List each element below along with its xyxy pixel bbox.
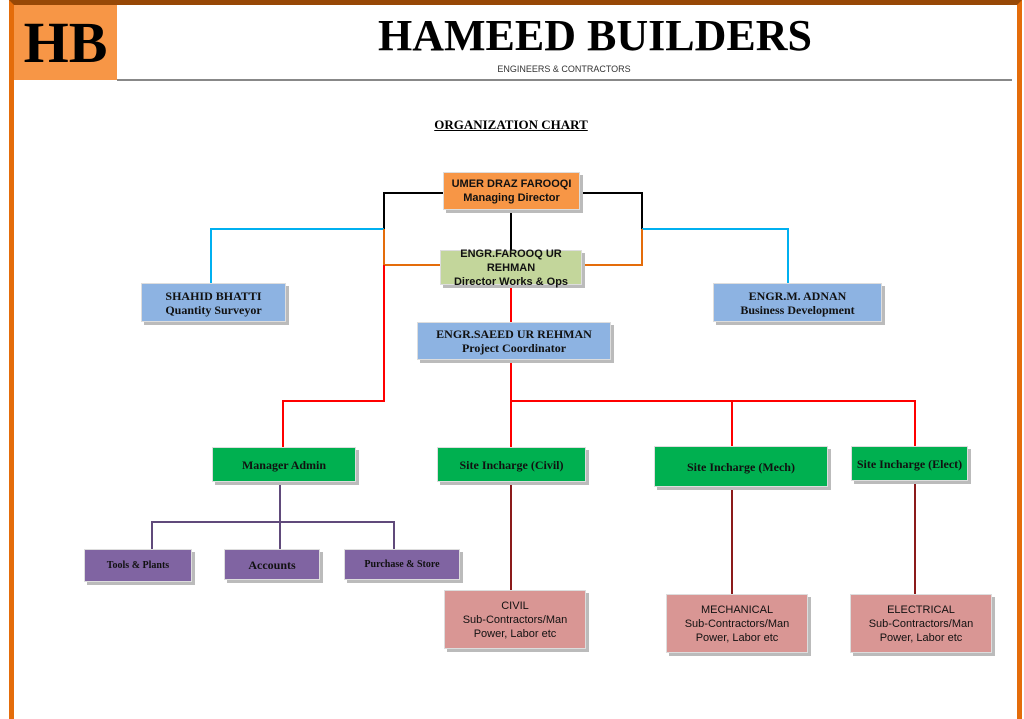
node-purchase-store: Purchase & Store bbox=[344, 549, 460, 580]
node-name: ENGR.M. ADNAN bbox=[748, 288, 847, 303]
node-name: SHAHID BHATTI bbox=[165, 288, 262, 303]
node-label: Accounts bbox=[248, 557, 296, 572]
node-name: UMER DRAZ FAROOQI bbox=[451, 178, 572, 190]
node-line: Sub-Contractors/Man bbox=[684, 617, 790, 630]
node-role: Quantity Surveyor bbox=[165, 302, 262, 317]
connector-director-left bbox=[383, 229, 440, 266]
node-quantity-surveyor: SHAHID BHATTI Quantity Surveyor bbox=[141, 283, 286, 322]
node-role: Managing Director bbox=[463, 192, 560, 204]
node-label: Site Incharge (Mech) bbox=[687, 459, 795, 474]
node-electrical-subcontractors: ELECTRICAL Sub-Contractors/Man Power, La… bbox=[850, 594, 992, 653]
connector-director-right bbox=[582, 229, 643, 266]
connector-admin bbox=[282, 265, 385, 447]
header-divider bbox=[117, 79, 1012, 81]
node-tools-plants: Tools & Plants bbox=[84, 549, 192, 582]
node-label: Site Incharge (Elect) bbox=[856, 456, 963, 471]
node-line: Sub-Contractors/Man bbox=[462, 613, 568, 626]
logo: HB bbox=[14, 5, 117, 80]
node-director-works: ENGR.FAROOQ UR REHMAN Director Works & O… bbox=[440, 247, 582, 288]
node-label: Tools & Plants bbox=[106, 559, 170, 571]
node-site-incharge-mech: Site Incharge (Mech) bbox=[654, 446, 828, 487]
company-name: HAMEED BUILDERS bbox=[378, 11, 812, 60]
node-manager-admin: Manager Admin bbox=[212, 447, 356, 482]
connector-md-left bbox=[383, 192, 443, 229]
node-line: Power, Labor etc bbox=[695, 631, 779, 644]
connector-admin-depts bbox=[151, 482, 395, 549]
node-mechanical-subcontractors: MECHANICAL Sub-Contractors/Man Power, La… bbox=[666, 594, 808, 653]
connector-pc-sites bbox=[510, 360, 916, 447]
node-title: CIVIL bbox=[501, 599, 529, 612]
node-role: Business Development bbox=[740, 302, 855, 317]
connector-qs bbox=[210, 228, 384, 283]
node-title: MECHANICAL bbox=[700, 603, 774, 616]
connector-subcontractors bbox=[510, 481, 916, 594]
node-label: Site Incharge (Civil) bbox=[459, 457, 564, 472]
node-line: Power, Labor etc bbox=[879, 631, 963, 644]
node-name: ENGR.SAEED UR REHMAN bbox=[436, 327, 592, 341]
node-role: Director Works & Ops bbox=[453, 275, 569, 288]
node-name: ENGR.FAROOQ UR REHMAN bbox=[460, 247, 562, 274]
tagline: ENGINEERS & CONTRACTORS bbox=[497, 64, 631, 74]
node-role: Project Coordinator bbox=[461, 341, 567, 355]
node-label: Purchase & Store bbox=[364, 558, 440, 570]
node-site-incharge-civil: Site Incharge (Civil) bbox=[437, 447, 586, 482]
node-accounts: Accounts bbox=[224, 549, 320, 580]
node-civil-subcontractors: CIVIL Sub-Contractors/Man Power, Labor e… bbox=[444, 590, 586, 649]
node-label: Manager Admin bbox=[241, 457, 327, 472]
node-project-coordinator: ENGR.SAEED UR REHMAN Project Coordinator bbox=[417, 322, 611, 360]
page-frame bbox=[9, 0, 1022, 719]
node-line: Sub-Contractors/Man bbox=[868, 617, 974, 630]
node-business-development: ENGR.M. ADNAN Business Development bbox=[713, 283, 882, 322]
node-line: Power, Labor etc bbox=[473, 627, 557, 640]
node-managing-director: UMER DRAZ FAROOQI Managing Director bbox=[443, 172, 580, 210]
node-title: ELECTRICAL bbox=[887, 603, 955, 616]
connector-md-right bbox=[580, 192, 643, 229]
node-site-incharge-elect: Site Incharge (Elect) bbox=[851, 446, 968, 481]
chart-title: ORGANIZATION CHART bbox=[434, 117, 588, 132]
connector-bd bbox=[642, 228, 789, 283]
